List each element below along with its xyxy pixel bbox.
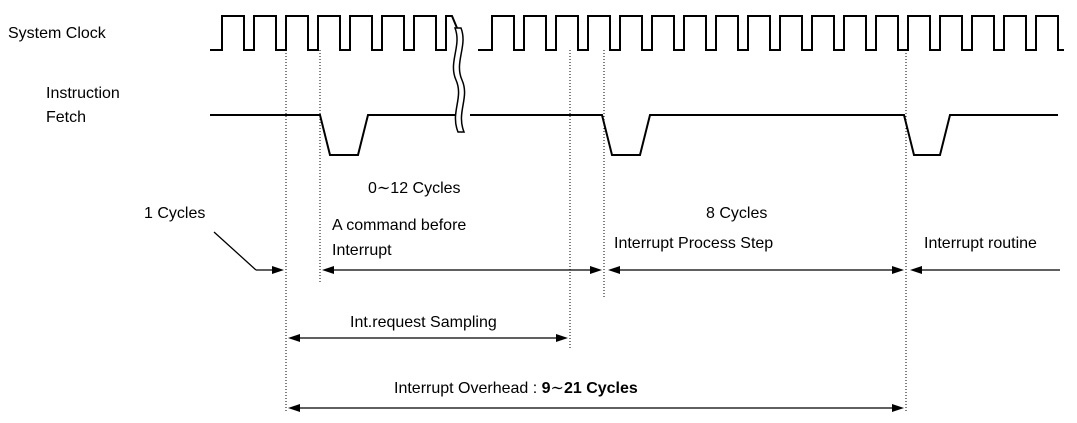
overhead-min-value: 9 <box>542 380 551 397</box>
command-label-line2: Interrupt <box>332 242 392 259</box>
overhead-prefix: Interrupt Overhead : <box>394 380 542 397</box>
overhead-max-value: 21 Cycles <box>564 380 638 397</box>
command-cycles-label: 0∼12 Cycles <box>368 180 461 197</box>
interrupt-routine-label: Interrupt routine <box>924 235 1037 252</box>
process-step-label: Interrupt Process Step <box>614 235 773 252</box>
command-span-arrowhead-right <box>590 266 602 274</box>
one-cycle-arrowhead <box>272 266 284 274</box>
process-cycles-label: 8 Cycles <box>706 205 767 222</box>
command-span-arrowhead-left <box>322 266 334 274</box>
instruction-fetch-waveform <box>210 114 1058 156</box>
overhead-arrowhead-left <box>288 404 300 412</box>
routine-arrowhead <box>910 266 922 274</box>
system-clock-label: System Clock <box>8 25 107 42</box>
process-span-arrowhead-left <box>608 266 620 274</box>
command-label-line1: A command before <box>332 217 466 234</box>
system-clock-waveform <box>210 15 1064 51</box>
overhead-arrowhead-right <box>892 404 904 412</box>
process-span-arrowhead-right <box>892 266 904 274</box>
one-cycle-leader <box>213 231 257 271</box>
sampling-arrowhead-left <box>288 334 300 342</box>
sampling-arrowhead-right <box>556 334 568 342</box>
one-cycle-label: 1 Cycles <box>144 205 205 222</box>
sampling-label: Int.request Sampling <box>350 314 497 331</box>
instruction-fetch-label-line1: Instruction <box>46 85 120 102</box>
instruction-fetch-label-line2: Fetch <box>46 109 86 126</box>
timeline-break-marker <box>452 27 466 133</box>
overhead-separator: ∼ <box>551 380 564 397</box>
overhead-label: Interrupt Overhead : 9∼21 Cycles <box>394 380 638 397</box>
